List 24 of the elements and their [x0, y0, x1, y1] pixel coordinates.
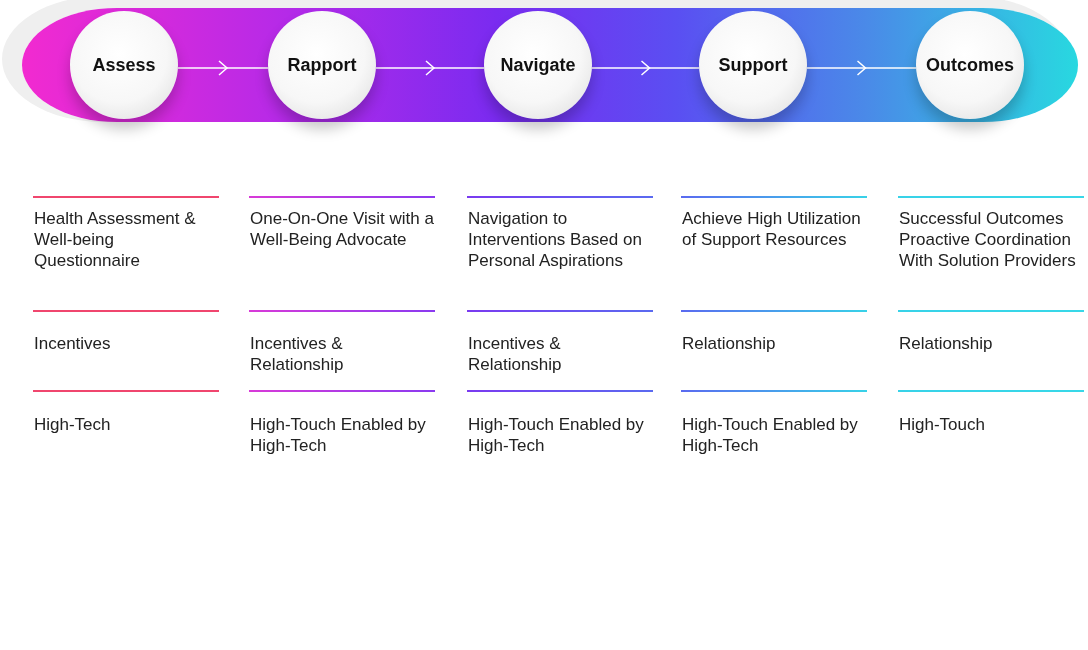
step-circle: Outcomes [916, 11, 1024, 119]
step-circle: Navigate [484, 11, 592, 119]
description-text: Achieve High Utilization of Support Resources [682, 208, 862, 250]
description-text: Successful Outcomes Proactive Coordination With Solution Providers [899, 208, 1077, 271]
description-text: High-Tech [34, 414, 112, 435]
description-text: High-Touch Enabled by High-Tech [250, 414, 427, 456]
step-circle: Rapport [268, 11, 376, 119]
description-text: High-Touch Enabled by High-Tech [682, 414, 859, 456]
description-text: Incentives & Relationship [468, 333, 563, 375]
step-circle: Assess [70, 11, 178, 119]
description-text: Health Assessment & Well-being Questionnaire [34, 208, 197, 271]
description-text: High-Touch [899, 414, 986, 435]
step-circle: Support [699, 11, 807, 119]
description-text: Incentives & Relationship [250, 333, 345, 375]
description-text: One-On-One Visit with a Well-Being Advocate [250, 208, 435, 250]
arrow [375, 60, 485, 76]
arrow [806, 60, 917, 76]
description-text: High-Touch Enabled by High-Tech [468, 414, 645, 456]
arrow [177, 60, 269, 76]
description-text: Relationship [682, 333, 777, 354]
arrow [591, 60, 700, 76]
description-text: Incentives [34, 333, 112, 354]
description-text: Navigation to Interventions Based on Personal Aspirations [468, 208, 643, 271]
description-text: Relationship [899, 333, 994, 354]
